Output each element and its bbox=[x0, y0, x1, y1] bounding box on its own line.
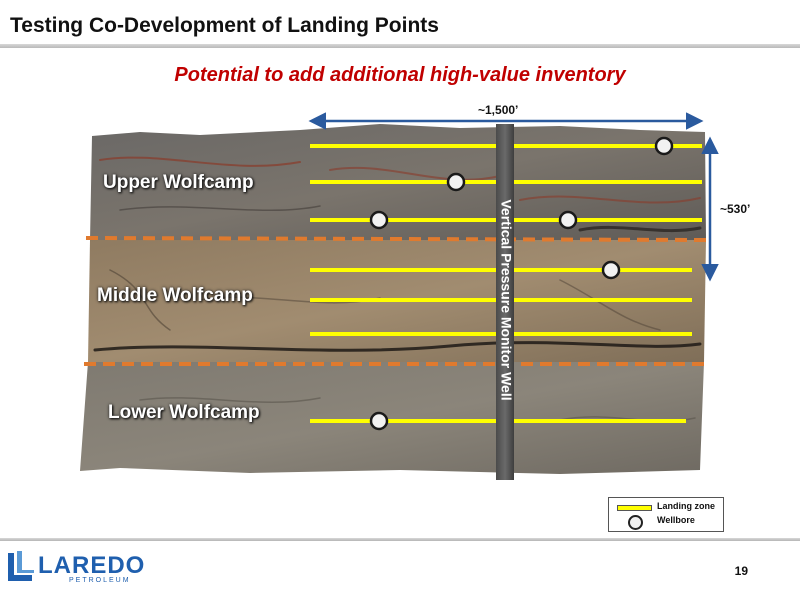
wellbore-marker bbox=[369, 210, 389, 230]
logo-mark-icon bbox=[8, 551, 34, 581]
page-number: 19 bbox=[734, 564, 748, 578]
rock-texture bbox=[93, 156, 702, 422]
wellbore-marker bbox=[558, 210, 578, 230]
wellbore-marker bbox=[654, 136, 674, 156]
upper-middle-boundary bbox=[85, 236, 707, 242]
wellbore-marker bbox=[446, 172, 466, 192]
legend: Landing zone Wellbore bbox=[608, 497, 724, 532]
vertical-monitor-well bbox=[496, 124, 514, 480]
monitor-well-label: Vertical Pressure Monitor Well bbox=[498, 199, 514, 400]
wellbore-marker bbox=[601, 260, 621, 280]
legend-landing-zone-label: Landing zone bbox=[657, 501, 715, 511]
company-logo: LAREDO PETROLEUM bbox=[6, 549, 144, 589]
footer-divider bbox=[0, 538, 800, 541]
title-divider bbox=[0, 44, 800, 48]
zone-label-upper: Upper Wolfcamp bbox=[103, 172, 254, 193]
logo-subtitle: PETROLEUM bbox=[69, 577, 131, 584]
slide-subtitle: Potential to add additional high-value i… bbox=[174, 64, 626, 86]
vertical-span-label: ~530’ bbox=[720, 202, 751, 216]
slide-title: Testing Co-Development of Landing Points bbox=[10, 14, 439, 37]
zone-label-lower: Lower Wolfcamp bbox=[108, 402, 260, 423]
wellbores bbox=[369, 136, 674, 431]
lower-wolfcamp-rock bbox=[80, 362, 704, 474]
wellbore-marker bbox=[369, 411, 389, 431]
horizontal-span-label: ~1,500’ bbox=[478, 103, 519, 117]
wellbore-swatch bbox=[628, 515, 643, 530]
logo-name: LAREDO bbox=[38, 552, 146, 579]
landing-zone-swatch bbox=[617, 505, 652, 511]
legend-wellbore-label: Wellbore bbox=[657, 515, 695, 525]
zone-label-middle: Middle Wolfcamp bbox=[97, 285, 253, 306]
